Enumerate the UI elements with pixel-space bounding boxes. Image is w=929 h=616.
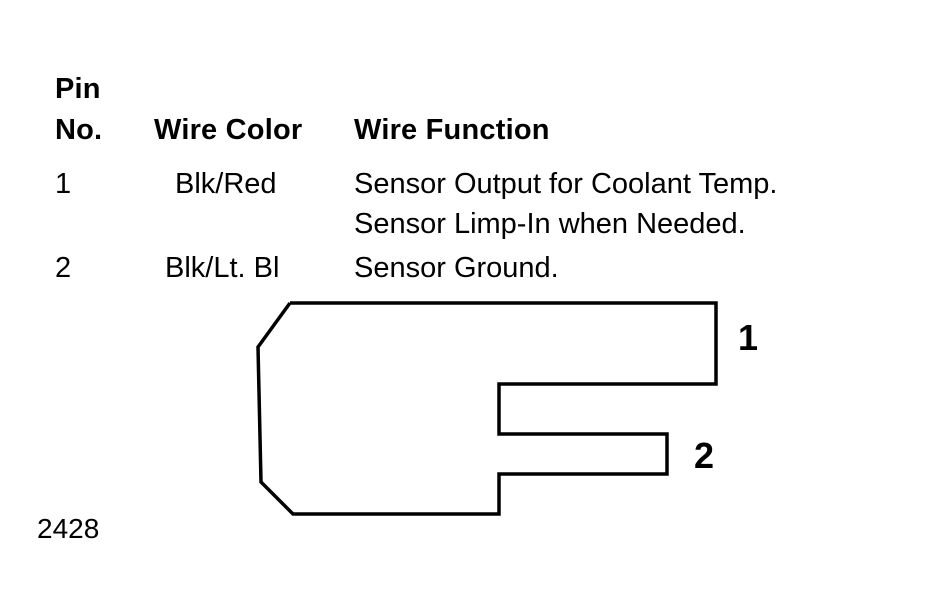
- connector-body-outline: [256, 301, 718, 516]
- row2-pin: 2: [55, 252, 72, 284]
- wire-color-header: Wire Color: [154, 114, 303, 146]
- connector-pin2-label: 2: [694, 435, 715, 476]
- row1-function-line1: Sensor Output for Coolant Temp.: [354, 168, 778, 200]
- row1-function-line2: Sensor Limp-In when Needed.: [354, 208, 746, 240]
- wire-function-header: Wire Function: [354, 114, 550, 146]
- row2-function-line1: Sensor Ground.: [354, 252, 559, 284]
- pin-header-line1: Pin: [55, 73, 101, 105]
- row1-pin: 1: [55, 168, 72, 200]
- figure-number: 2428: [37, 513, 100, 544]
- pin-header-line2: No.: [55, 114, 103, 146]
- row2-wire-color: Blk/Lt. Bl: [165, 252, 280, 284]
- connector-pin1-label: 1: [738, 317, 759, 358]
- row1-wire-color: Blk/Red: [175, 168, 277, 200]
